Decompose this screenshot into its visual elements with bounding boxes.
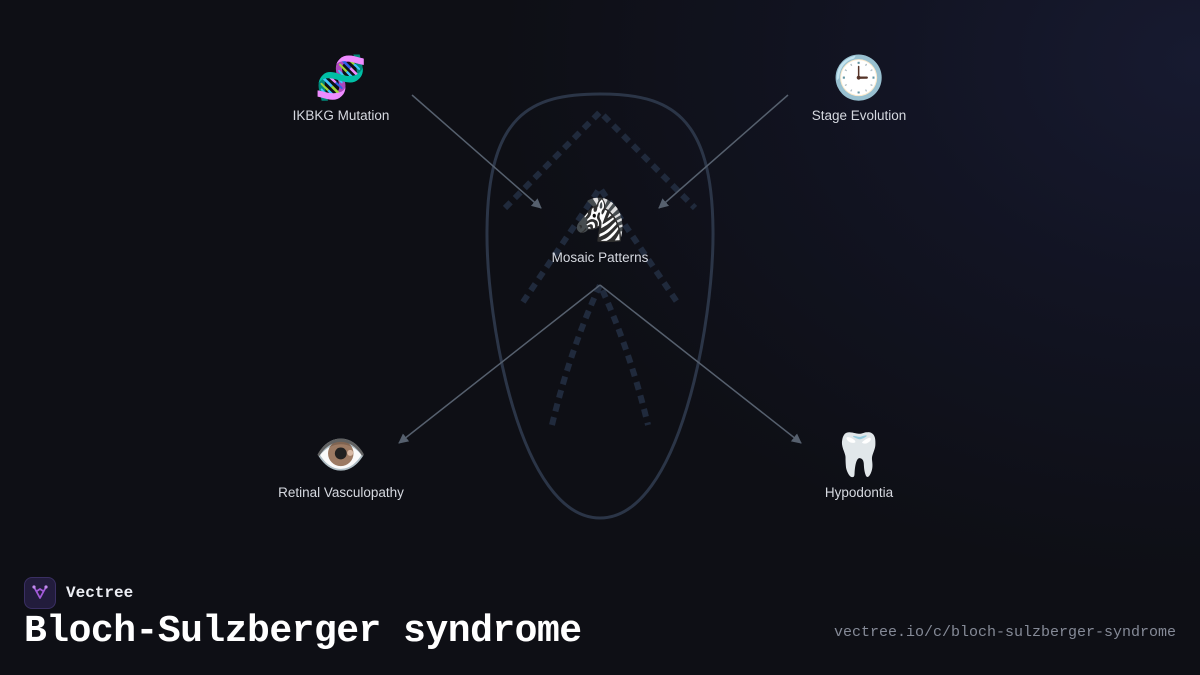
node-label: Mosaic Patterns xyxy=(551,250,649,265)
arrow-mosaic-to-retinal xyxy=(398,284,601,444)
node-label: IKBKG Mutation xyxy=(292,108,390,123)
eye-icon: 👁️ xyxy=(314,430,368,479)
page-url[interactable]: vectree.io/c/bloch-sulzberger-syndrome xyxy=(833,624,1176,641)
node-ikbkg-mutation[interactable]: 🧬 IKBKG Mutation xyxy=(251,53,431,124)
node-stage-evolution[interactable]: 🕒 Stage Evolution xyxy=(769,53,949,124)
arrow-stage-to-mosaic xyxy=(658,94,789,209)
node-label: Stage Evolution xyxy=(811,108,907,123)
brand-name: Vectree xyxy=(66,584,134,602)
connector-arrows xyxy=(398,94,802,444)
tooth-icon: 🦷 xyxy=(832,430,886,479)
node-label: Retinal Vasculopathy xyxy=(278,485,404,500)
shield-outline xyxy=(485,92,715,520)
node-hypodontia[interactable]: 🦷 Hypodontia xyxy=(769,430,949,501)
clock-icon: 🕒 xyxy=(832,53,886,102)
node-mosaic-patterns[interactable]: 🦓 Mosaic Patterns xyxy=(510,195,690,266)
node-label: Hypodontia xyxy=(824,485,894,500)
node-retinal-vasculopathy[interactable]: 👁️ Retinal Vasculopathy xyxy=(251,430,431,501)
arrow-ikbkg-to-mosaic xyxy=(411,94,542,209)
zebra-icon: 🦓 xyxy=(573,195,627,244)
arrow-mosaic-to-hypodontia xyxy=(599,284,802,444)
brand[interactable]: Vectree xyxy=(24,577,133,609)
blaschko-lines-pattern xyxy=(502,107,698,426)
vectree-logo-icon xyxy=(24,577,56,609)
page-title: Bloch-Sulzberger syndrome xyxy=(24,610,582,653)
dna-icon: 🧬 xyxy=(314,53,368,102)
